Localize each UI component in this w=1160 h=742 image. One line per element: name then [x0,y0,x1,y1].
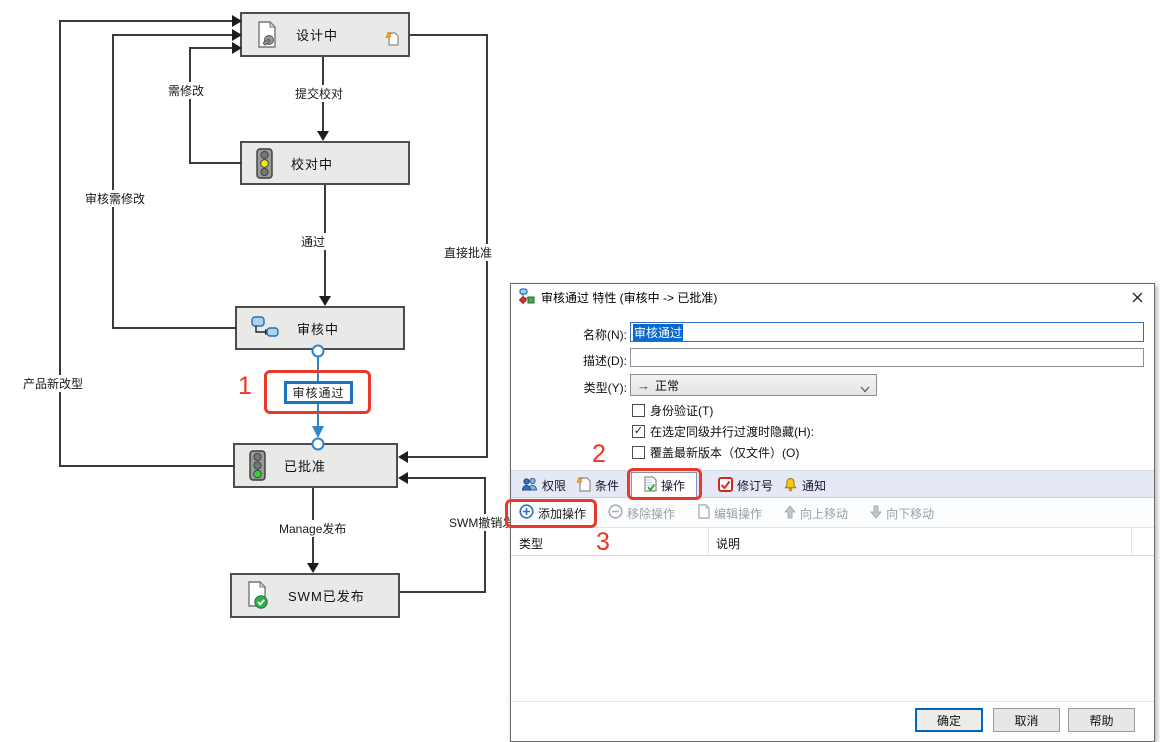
tool-label: 编辑操作 [714,506,763,521]
move-down-button[interactable]: 向下移动 [870,505,934,522]
transition-label-need-edit[interactable]: 需修改 [166,82,207,99]
actions-table-body[interactable] [511,556,1154,702]
state-label: 设计中 [296,28,339,43]
close-icon[interactable] [1120,284,1154,311]
checkbox-label: 在选定同级并行过渡时隐藏(H): [650,424,814,439]
state-label: SWM已发布 [288,589,365,604]
tab-label: 条件 [595,479,620,493]
annotation-number-2: 2 [592,440,606,468]
tab-label: 操作 [660,478,685,493]
document-star-icon [576,476,591,495]
description-input[interactable] [630,348,1144,367]
type-dropdown[interactable]: → 正常 [630,374,877,396]
arrow-up-icon [784,504,796,522]
checkbox-box[interactable] [632,403,645,417]
add-circle-icon [519,504,534,522]
document-check-icon [246,581,270,610]
transition-label-submit-proof[interactable]: 提交校对 [293,85,346,102]
checkbox-label: 覆盖最新版本（仅文件）(O) [650,445,800,460]
tab-label: 修订号 [737,479,774,493]
name-input[interactable]: 审核通过 [630,322,1144,342]
users-icon [521,477,538,494]
column-header-type[interactable]: 类型 [519,537,544,551]
edit-document-icon [697,503,711,522]
transition-label-product-retrofit[interactable]: 产品新改型 [21,375,86,392]
tool-label: 添加操作 [538,506,587,521]
checkbox-box-checked[interactable]: ✓ [632,424,645,438]
cancel-button[interactable]: 取消 [993,708,1060,732]
document-green-check-icon [643,475,657,495]
transition-label-pass[interactable]: 通过 [299,233,328,250]
state-node-proofreading[interactable]: 校对中 [240,141,410,185]
state-label: 审核中 [297,321,340,337]
normal-transition-arrow-icon: → [637,377,650,393]
checkbox-box[interactable] [632,445,645,459]
transition-icon [518,288,535,307]
actions-toolbar: 添加操作 移除操作 编辑操作 向上移动 向下移动 [511,499,1154,528]
state-label: 已批准 [284,459,327,474]
checkbox-authentication[interactable]: 身份验证(T) [632,402,713,418]
tab-label: 权限 [542,479,567,493]
dialog-title: 审核通过 特性 (审核中 -> 已批准) [541,291,718,305]
move-up-button[interactable]: 向上移动 [784,504,849,522]
red-check-icon [718,476,733,495]
remove-circle-icon [608,504,623,522]
tab-label: 通知 [802,479,827,493]
document-wrench-icon [256,20,278,49]
type-field-label: 类型(Y): [583,381,627,395]
tab-revision-number[interactable]: 修订号 [714,473,777,498]
annotation-number-3: 3 [596,528,610,556]
dialog-tabbar: 权限 条件 操作 修订号 通知 [511,470,1154,498]
tab-notifications[interactable]: 通知 [779,473,830,498]
description-field-label: 描述(D): [583,354,627,368]
tab-conditions[interactable]: 条件 [573,473,623,498]
bell-icon [783,477,798,495]
checkbox-hide-parallel-transition[interactable]: ✓ 在选定同级并行过渡时隐藏(H): [632,423,814,439]
arrow-down-icon [870,505,882,522]
ok-button[interactable]: 确定 [915,708,983,732]
checkbox-label: 身份验证(T) [650,403,714,418]
add-action-button[interactable]: 添加操作 [519,504,586,522]
tab-actions[interactable]: 操作 [631,472,697,498]
name-input-selected-text: 审核通过 [633,323,684,341]
traffic-light-green-icon [249,450,266,481]
remove-action-button[interactable]: 移除操作 [608,504,675,522]
selected-transition-review-pass[interactable]: 审核通过 [284,381,353,404]
traffic-light-yellow-icon [256,147,273,179]
actions-table-header: 类型 说明 [511,528,1154,556]
dialog-titlebar[interactable]: 审核通过 特性 (审核中 -> 已批准) [511,284,1154,311]
state-node-approved[interactable]: 已批准 [233,443,398,488]
transition-label-manage-publish[interactable]: Manage发布 [277,520,349,537]
state-node-reviewing[interactable]: 审核中 [235,306,405,350]
chevron-down-icon [860,382,870,396]
annotation-number-1: 1 [238,372,252,400]
transition-label-direct-approve[interactable]: 直接批准 [442,244,495,261]
state-label: 校对中 [291,156,334,172]
help-button[interactable]: 帮助 [1068,708,1135,732]
transition-properties-dialog: 审核通过 特性 (审核中 -> 已批准) 名称(N): 审核通过 描述(D): … [510,283,1155,742]
new-document-star-icon [385,31,400,51]
name-field-label: 名称(N): [583,328,627,342]
state-node-swm-published[interactable]: SWM已发布 [230,573,400,618]
transition-label-review-need-edit[interactable]: 审核需修改 [83,190,148,207]
tool-label: 向下移动 [886,506,935,521]
tool-label: 向上移动 [800,506,849,521]
state-node-designing[interactable]: 设计中 [240,12,410,57]
tab-permissions[interactable]: 权限 [518,473,570,498]
column-header-description[interactable]: 说明 [716,537,741,551]
checkbox-overwrite-latest-version[interactable]: 覆盖最新版本（仅文件）(O) [632,444,799,460]
type-dropdown-value: 正常 [655,378,680,393]
workflow-branch-icon [251,315,279,341]
tool-label: 移除操作 [627,506,676,521]
edit-action-button[interactable]: 编辑操作 [697,503,763,522]
